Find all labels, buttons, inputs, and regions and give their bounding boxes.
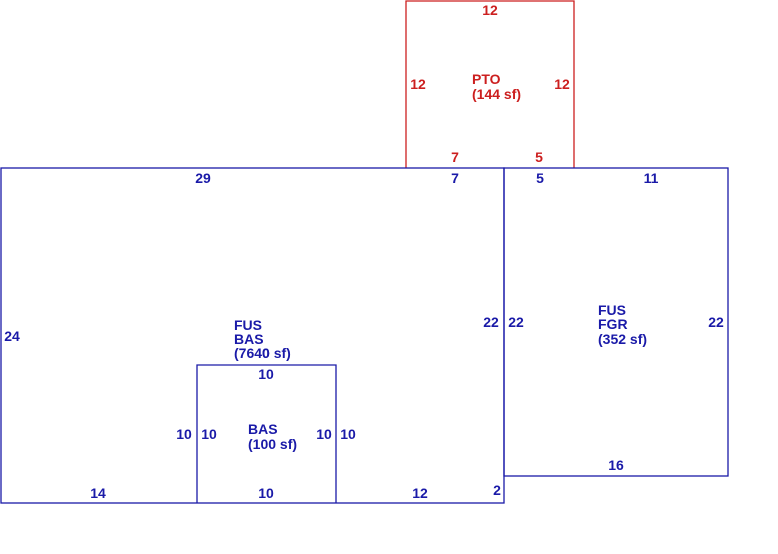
bas-code: BAS <box>248 421 278 437</box>
dim-fgr-bottom: 16 <box>608 457 624 473</box>
fus-bas-area-label: FUS BAS (7640 sf) 0 <box>234 317 291 361</box>
dim-main-top-seg: 7 <box>451 170 459 186</box>
fus-bas-code1: FUS <box>234 317 262 333</box>
dim-main-top: 29 <box>195 170 211 186</box>
fus-bas-code2: BAS <box>234 331 264 347</box>
dim-pto-top: 12 <box>482 2 498 18</box>
dim-main-right: 22 <box>483 314 499 330</box>
dim-main-bottom-left: 14 <box>90 485 106 501</box>
dim-pto-right: 12 <box>554 76 570 92</box>
dim-fgr-top-left: 5 <box>536 170 544 186</box>
fus-fgr-area-label: FUS FGR (352 sf) <box>598 302 647 347</box>
main-section: 29 7 24 22 14 12 2 FUS BAS (7640 sf) 0 <box>0 167 505 504</box>
bas-area: (100 sf) <box>248 436 297 452</box>
fus-fgr-area: (352 sf) <box>598 331 647 347</box>
dim-pto-bottom-right: 5 <box>535 149 543 165</box>
bas-section: 10 10 10 10 10 10 BAS (100 sf) <box>176 364 356 503</box>
bas-outline <box>196 364 337 503</box>
dim-pto-left: 12 <box>410 76 426 92</box>
dim-fgr-left: 22 <box>508 314 524 330</box>
dim-main-left: 24 <box>4 328 20 344</box>
dim-bas-bottom: 10 <box>258 485 274 501</box>
dim-main-bottom-right: 12 <box>412 485 428 501</box>
dim-bas-right-inner: 10 <box>316 426 332 442</box>
dim-bas-top: 10 <box>258 366 274 382</box>
pto-code: PTO <box>472 71 501 87</box>
pto-area: (144 sf) <box>472 86 521 102</box>
fgr-outline <box>503 167 729 477</box>
dim-pto-bottom-left: 7 <box>451 149 459 165</box>
fus-bas-overlap-digit: 0 <box>262 345 270 361</box>
fus-fgr-code2: FGR <box>598 316 628 332</box>
dim-bas-right-outer: 10 <box>340 426 356 442</box>
dim-main-step: 2 <box>493 482 501 498</box>
fus-bas-area: (7640 sf) <box>234 345 291 361</box>
pto-section: 12 12 12 7 5 PTO (144 sf) <box>405 0 575 168</box>
pto-area-label: PTO (144 sf) <box>472 71 521 102</box>
fgr-section: 5 11 22 22 16 FUS FGR (352 sf) <box>503 167 729 477</box>
fus-fgr-code1: FUS <box>598 302 626 318</box>
dim-fgr-top-right: 11 <box>644 170 659 186</box>
dim-fgr-right: 22 <box>708 314 724 330</box>
pto-outline <box>405 0 575 168</box>
dim-bas-left-inner: 10 <box>201 426 217 442</box>
dim-bas-left-outer: 10 <box>176 426 192 442</box>
bas-area-label: BAS (100 sf) <box>248 421 297 452</box>
